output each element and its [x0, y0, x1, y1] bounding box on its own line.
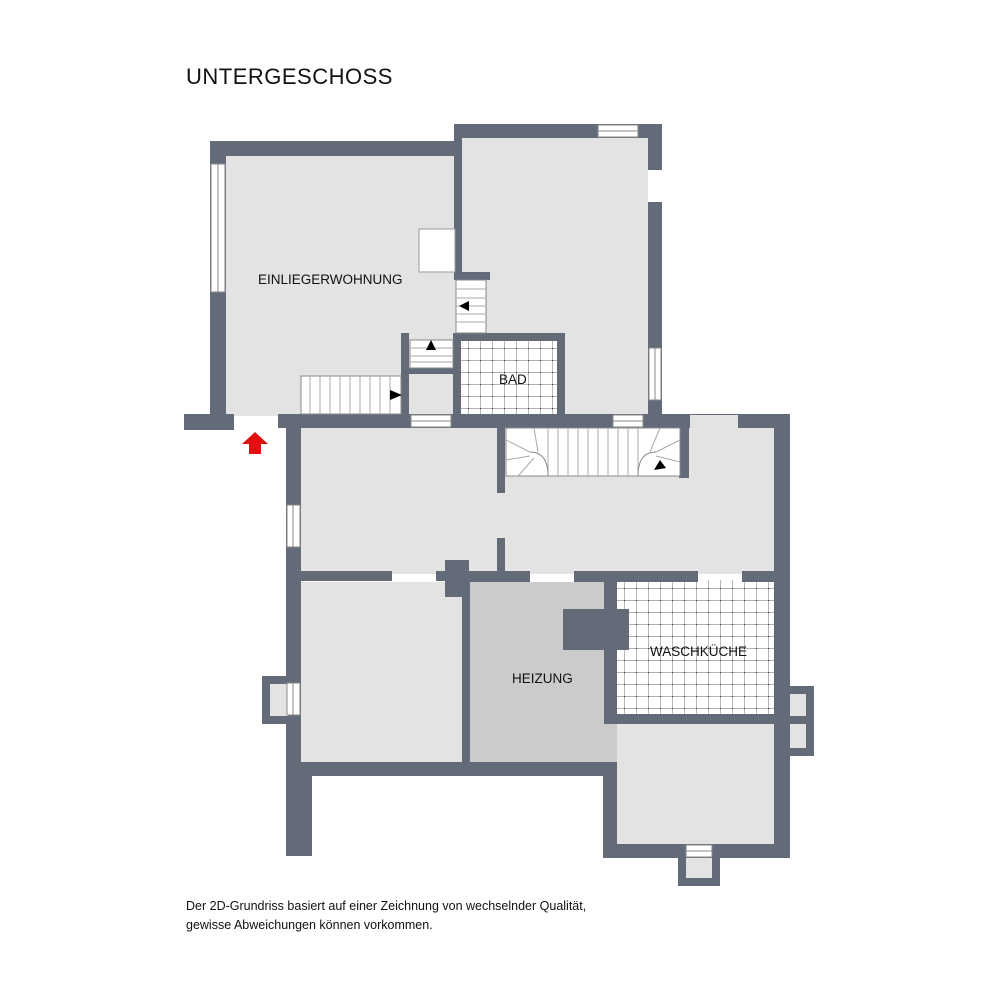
entrance-arrow-icon	[242, 432, 268, 454]
lower-left-room-floor	[300, 582, 462, 762]
room-label-bathroom: BAD	[499, 372, 527, 387]
stair-direction-arrow-icon	[390, 301, 666, 470]
windows	[210, 124, 713, 858]
apartment-column	[418, 228, 456, 273]
staircase-main	[505, 415, 738, 477]
room-label-laundry: WASCHKÜCHE	[650, 644, 747, 659]
bathroom-tiles	[461, 341, 557, 414]
lower-right-room-floor	[617, 722, 774, 844]
room-label-apartment: EINLIEGERWOHNUNG	[258, 272, 403, 287]
bay-window-right-floor-1	[790, 694, 806, 716]
floors	[226, 138, 774, 844]
laundry-tiles	[617, 580, 774, 718]
room-label-heating: HEIZUNG	[512, 671, 573, 686]
bay-window-right-floor-2	[790, 724, 806, 748]
page-title: UNTERGESCHOSS	[186, 64, 393, 89]
walls	[184, 124, 814, 886]
disclaimer-line-1: Der 2D-Grundriss basiert auf einer Zeich…	[186, 899, 587, 913]
disclaimer-line-2: gewisse Abweichungen können vorkommen.	[186, 918, 433, 932]
staircase-apartment	[300, 375, 402, 415]
bay-window-bottom-floor	[686, 858, 712, 878]
disclaimer-note: Der 2D-Grundriss basiert auf einer Zeich…	[186, 897, 586, 935]
bay-window-left-floor	[270, 684, 288, 716]
